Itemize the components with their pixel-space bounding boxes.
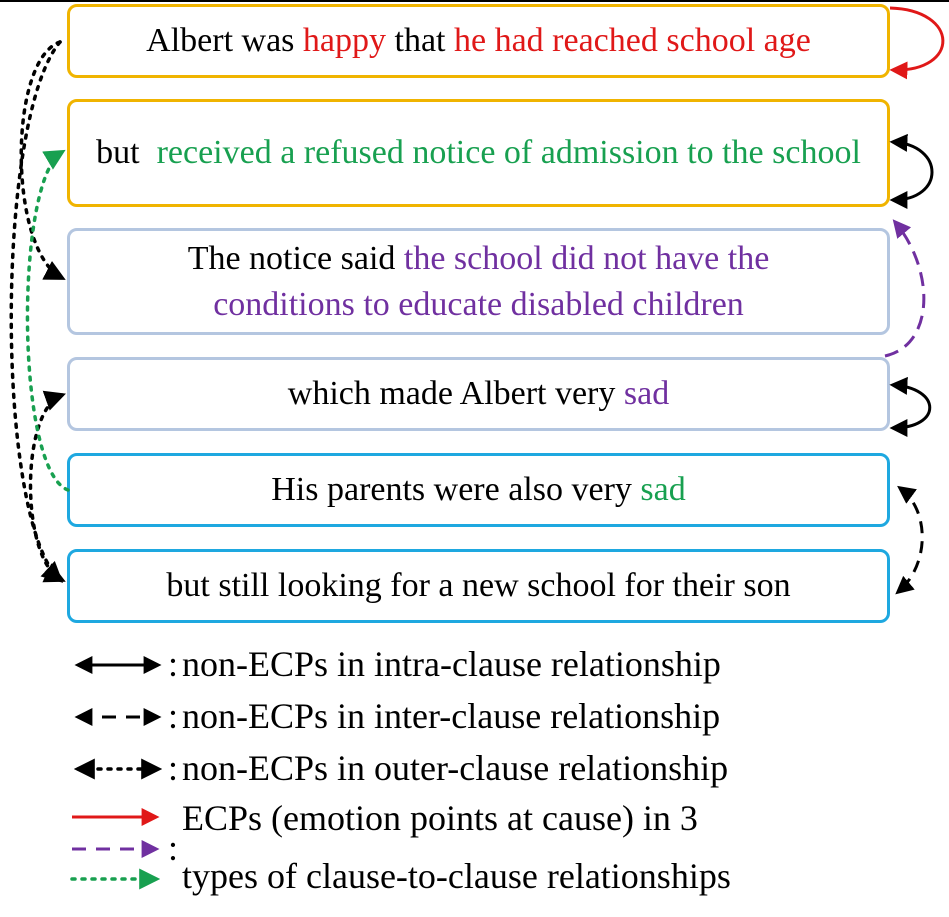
non-ecp-outer-arrow	[9, 40, 64, 583]
legend-outer: non-ECPs in outer-clause relationship	[182, 748, 729, 788]
non-ecp-intra-arrow	[889, 133, 934, 209]
clause-segment: that	[386, 22, 454, 59]
clause-segment: sad	[623, 375, 670, 412]
clause-box-2: but received a refused notice of admissi…	[67, 99, 890, 207]
legend-separator: :	[168, 644, 179, 684]
legend-ecp-line2: types of clause-to-clause relationships	[182, 856, 731, 896]
clause-segment: Albert was	[146, 22, 303, 59]
legend-separator: :	[168, 748, 179, 788]
clause-text: which made Albert very sad	[288, 371, 669, 417]
ecp-intra-arrow	[889, 6, 945, 80]
clause-box-4: which made Albert very sad	[67, 357, 890, 431]
ecp-inter-arrow	[884, 219, 926, 358]
legend-separator: :	[168, 696, 179, 736]
non-ecp-inter-arrow	[895, 485, 924, 595]
clause-segment: sad	[640, 471, 686, 508]
clause-segment: which made Albert very	[287, 375, 624, 412]
non-ecp-outer-arrow	[28, 390, 66, 583]
clause-segment: the school did not have the conditions t…	[213, 239, 778, 323]
clause-segment: His parents were also very	[271, 471, 641, 508]
clause-segment: he had reached school age	[454, 22, 811, 59]
non-ecp-intra-arrow	[889, 376, 932, 437]
legend-ecp-line1: ECPs (emotion points at cause) in 3	[182, 798, 698, 838]
clause-segment: received a refused notice of admission t…	[156, 134, 861, 171]
non-ecp-outer-arrow	[19, 40, 66, 280]
top-border	[0, 0, 949, 2]
clause-box-3: The notice said the school did not have …	[67, 228, 890, 335]
clause-segment: but still looking for a new school for t…	[166, 567, 791, 604]
ecp-outer-arrow	[25, 149, 70, 492]
legend-intra: non-ECPs in intra-clause relationship	[182, 644, 721, 684]
clause-box-1: Albert was happy that he had reached sch…	[67, 4, 890, 78]
clause-text: His parents were also very sad	[271, 467, 685, 513]
clause-text: Albert was happy that he had reached sch…	[146, 18, 811, 64]
legend-inter: non-ECPs in inter-clause relationship	[182, 696, 721, 736]
clause-box-6: but still looking for a new school for t…	[67, 549, 890, 623]
clause-segment: happy	[302, 22, 387, 59]
clause-segment: but	[96, 134, 157, 171]
clause-text: but received a refused notice of admissi…	[86, 130, 871, 176]
clause-segment: The notice said	[187, 239, 404, 277]
legend-separator: :	[168, 828, 179, 868]
clause-text: The notice said the school did not have …	[70, 236, 887, 328]
clause-text: but still looking for a new school for t…	[166, 563, 790, 609]
